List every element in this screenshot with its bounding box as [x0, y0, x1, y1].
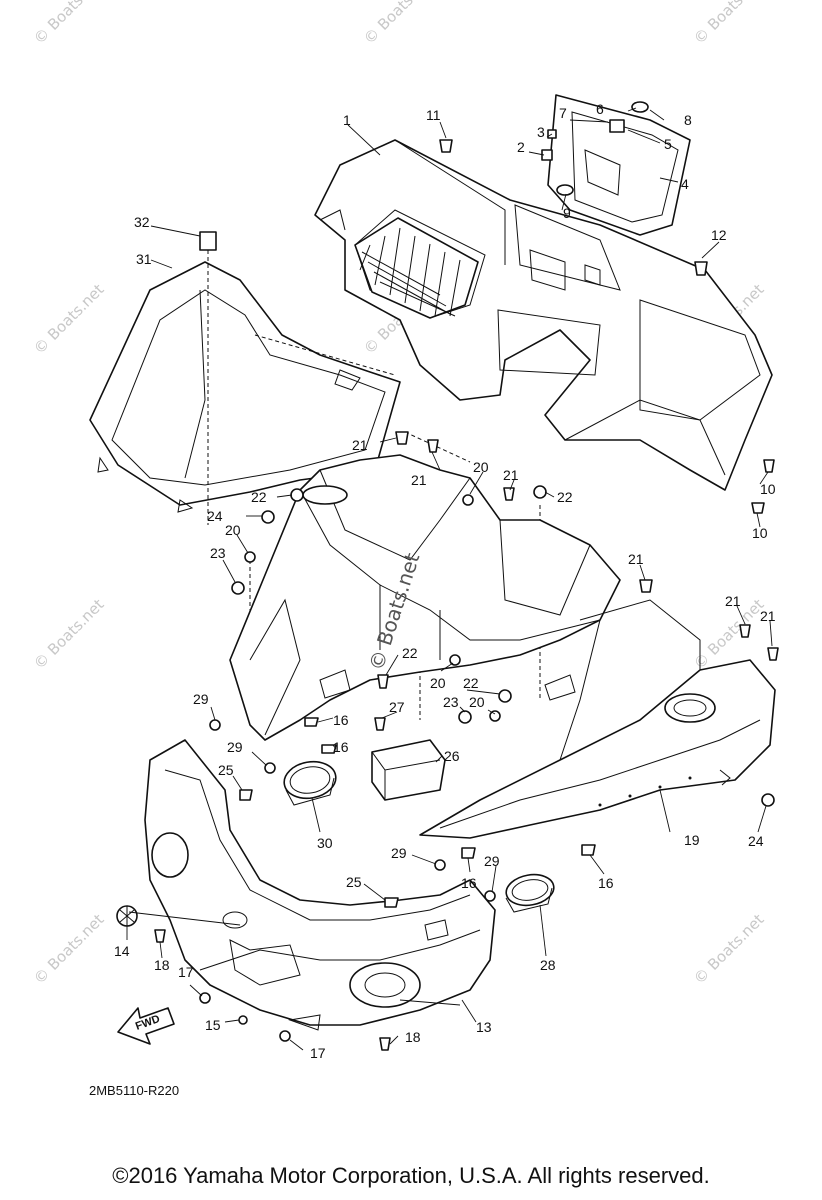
glove-box-lid	[541, 94, 691, 236]
part-label: 1	[343, 112, 351, 128]
watermark: © Boats.net	[30, 595, 108, 673]
part-label: 21	[411, 472, 427, 488]
part-label: 26	[444, 748, 460, 764]
part-label: 29	[391, 845, 407, 861]
part-label: 27	[389, 699, 405, 715]
emblem-14	[116, 905, 138, 927]
part-label: 7	[559, 105, 567, 121]
leader-lines	[126, 107, 773, 1051]
part-label: 15	[205, 1017, 221, 1033]
part-label: 17	[310, 1045, 326, 1061]
part-label: 18	[405, 1029, 421, 1045]
part-label: 9	[563, 205, 571, 221]
part-label: 24	[207, 508, 223, 524]
part-label: 25	[346, 874, 362, 890]
part-label: 10	[760, 481, 776, 497]
part-label: 11	[426, 107, 441, 123]
watermark: © Boats.net	[30, 280, 108, 358]
watermark: © Boats.net	[30, 0, 108, 48]
headlight-ring-30	[283, 760, 337, 806]
part-label: 23	[210, 545, 226, 561]
part-label: 21	[725, 593, 741, 609]
part-label: 24	[748, 833, 764, 849]
front-hood-panel	[89, 261, 401, 513]
part-label: 29	[193, 691, 209, 707]
part-label: 5	[664, 136, 672, 152]
part-label: 6	[596, 101, 604, 117]
part-label: 22	[557, 489, 573, 505]
part-label: 16	[333, 739, 349, 755]
part-label: 23	[443, 694, 459, 710]
front-bumper-13	[144, 739, 496, 1031]
part-label: 14	[114, 943, 130, 959]
part-label: 29	[227, 739, 243, 755]
part-label: 31	[136, 251, 152, 267]
part-label: 20	[469, 694, 485, 710]
part-label: 16	[461, 875, 477, 891]
part-label: 21	[760, 608, 776, 624]
watermark: © Boats.net	[690, 0, 768, 48]
rear-body-panel	[314, 139, 773, 491]
headlight-ring-28	[505, 873, 555, 913]
part-label: 22	[402, 645, 418, 661]
part-label: 16	[333, 712, 349, 728]
part-label: 17	[178, 964, 194, 980]
part-label: 21	[503, 467, 519, 483]
diagram-code: 2MB5110-R220	[89, 1083, 179, 1098]
part-label: 20	[473, 459, 489, 475]
copyright-notice: ©2016 Yamaha Motor Corporation, U.S.A. A…	[112, 1163, 710, 1188]
rear-mesh-grille	[354, 217, 479, 319]
part-label: 12	[711, 227, 727, 243]
bracket-26	[371, 739, 446, 801]
part-label: 21	[628, 551, 644, 567]
part-label: 21	[352, 437, 368, 453]
watermark: © Boats.net	[360, 0, 438, 48]
part-label: 8	[684, 112, 692, 128]
watermark: © Boats.net	[30, 910, 108, 988]
part-label: 4	[681, 176, 689, 192]
part-label: 29	[484, 853, 500, 869]
side-fender-19	[419, 599, 776, 839]
part-number-labels: 1 2 3 4 5 6 7 8 9 10 10 11 12 13 14 15 1…	[114, 101, 776, 1061]
fwd-arrow-icon: FWD	[117, 1007, 175, 1045]
part-label: 20	[430, 675, 446, 691]
part-label: 30	[317, 835, 333, 851]
part-label: 13	[476, 1019, 492, 1035]
part-label: 18	[154, 957, 170, 973]
fasteners	[154, 139, 779, 1051]
part-label: 2	[517, 139, 525, 155]
part-label: 25	[218, 762, 234, 778]
part-label: 28	[540, 957, 556, 973]
part-label: 22	[463, 675, 479, 691]
part-label: 10	[752, 525, 768, 541]
part-label: 20	[225, 522, 241, 538]
clip-32	[199, 231, 217, 251]
part-label: 32	[134, 214, 150, 230]
front-fender	[229, 454, 621, 741]
part-label: 3	[537, 124, 545, 140]
part-label: 22	[251, 489, 267, 505]
watermark: © Boats.net	[690, 910, 768, 988]
part-label: 19	[684, 832, 700, 848]
part-label: 16	[598, 875, 614, 891]
